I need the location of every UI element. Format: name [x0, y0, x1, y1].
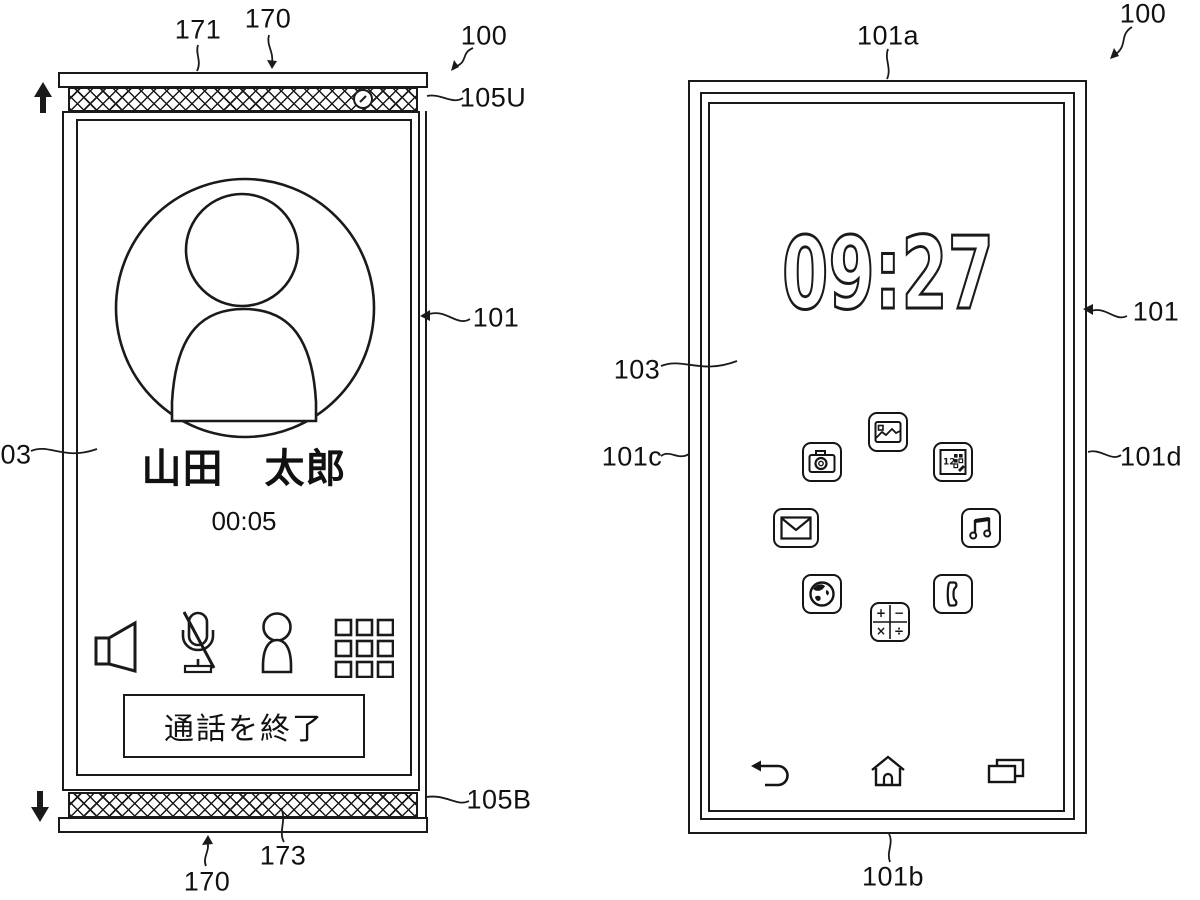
ref-label-100-left: 100	[460, 20, 508, 51]
calculator-app-icon: + − × ÷	[870, 602, 910, 642]
ref-label-101-left: 101	[472, 302, 520, 333]
svg-text:+: +	[876, 606, 886, 620]
calendar-app-icon: 12	[933, 442, 973, 482]
home-icon	[871, 755, 905, 787]
end-call-button: 通話を終了	[123, 694, 365, 758]
front-camera-icon	[353, 89, 373, 109]
email-app-icon	[773, 508, 819, 548]
browser-app-icon	[802, 574, 842, 614]
ref-label-103: 103	[613, 354, 661, 385]
left-phone-top-bar	[58, 72, 428, 88]
ref-label-101a: 101a	[856, 20, 920, 51]
phone-app-icon	[933, 574, 973, 614]
end-call-label: 通話を終了	[164, 713, 324, 746]
back-icon	[751, 760, 789, 787]
speaker-icon	[94, 620, 137, 673]
left-phone-lower-slide-strip	[68, 792, 418, 818]
slide-down-arrow	[31, 791, 49, 822]
ref-label-171: 171	[174, 14, 222, 45]
camera-app-icon	[802, 442, 842, 482]
ref-label-101c: 101c	[601, 441, 663, 472]
left-phone-bottom-bar	[58, 817, 428, 833]
svg-text:−: −	[894, 606, 904, 620]
ref-label-170-top: 170	[244, 3, 292, 34]
svg-text:12: 12	[943, 458, 956, 468]
ref-label-101b: 101b	[861, 861, 925, 892]
gallery-app-icon	[868, 412, 908, 452]
music-app-icon	[961, 508, 1001, 548]
ref-label-03: 03	[0, 439, 32, 470]
left-phone-rear-edge	[425, 111, 427, 819]
call-timer: 00:05	[211, 506, 277, 536]
recents-icon	[987, 758, 1025, 784]
ref-label-101-right: 101	[1132, 296, 1180, 327]
caller-name: 山田 太郎	[141, 447, 347, 491]
slide-up-arrow	[34, 82, 52, 113]
microphone-muted-icon	[181, 611, 216, 674]
ref-label-170-bottom: 170	[183, 866, 231, 897]
svg-text:×: ×	[876, 624, 886, 638]
ref-label-105U: 105U	[459, 82, 527, 113]
right-phone-screen	[708, 102, 1065, 812]
home-clock: 09:27	[781, 214, 996, 334]
ref-label-105B: 105B	[466, 784, 532, 815]
ref-label-101d: 101d	[1119, 441, 1183, 472]
contact-person-icon	[261, 612, 293, 674]
ref-label-173: 173	[259, 840, 307, 871]
ref-label-100-right: 100	[1119, 0, 1167, 29]
left-phone-upper-slide-strip	[68, 87, 418, 112]
svg-text:÷: ÷	[894, 624, 904, 638]
caller-avatar	[114, 177, 376, 439]
dialpad-icon	[334, 618, 394, 678]
svg-text:09:27: 09:27	[782, 215, 994, 332]
